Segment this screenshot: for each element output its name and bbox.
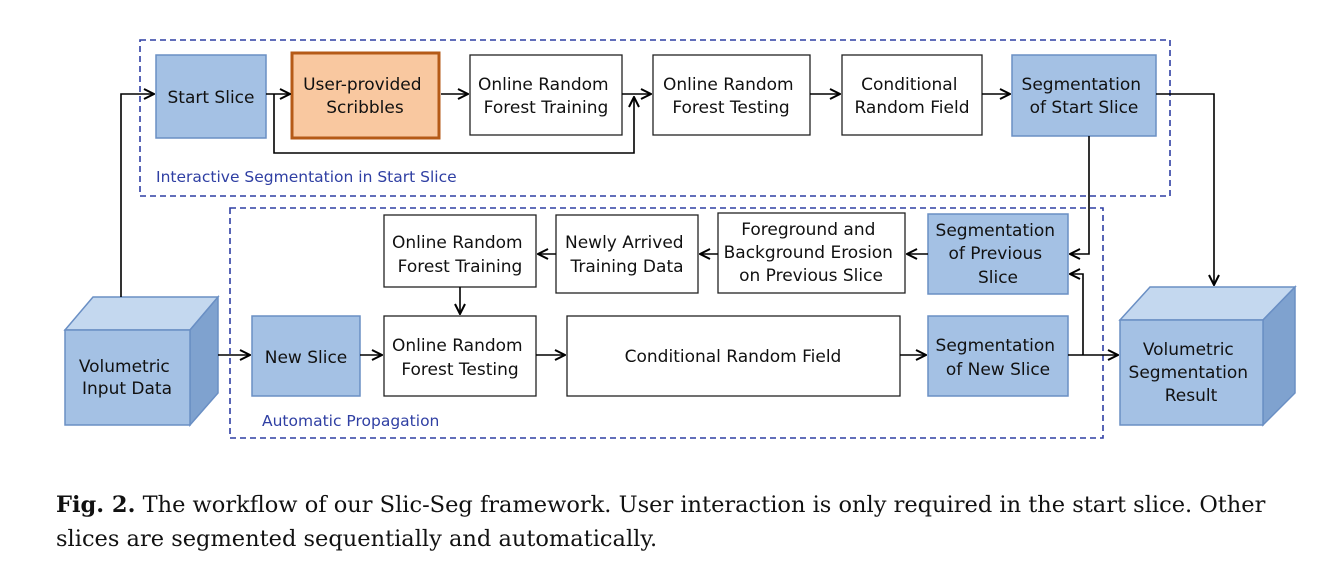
orf-testing-top-node: Online Random Forest Testing (652, 54, 811, 136)
svg-text:Online Random Forest Tra: Online Random Forest Training (392, 233, 528, 277)
volumetric-result-cube: Volumetric Segmentation Result (1118, 285, 1297, 427)
start-slice-node: Start Slice (155, 54, 267, 139)
seg-prev-slice-node: Segmentation of Previous Slice (927, 213, 1069, 295)
propagation-region-border (229, 207, 1104, 439)
arrow-seg-start-to-result (1156, 93, 1214, 285)
svg-text:Conditional Random Field: Conditional Random Field (854, 75, 969, 118)
caption-text: The workflow of our Slic-Seg framework. … (56, 492, 1266, 552)
arrow-seg-start-to-seg-prev (1070, 136, 1090, 254)
svg-text:New Slice: New Slice (265, 348, 348, 368)
figure-caption: Fig. 2. The workflow of our Slic-Seg fra… (56, 488, 1306, 556)
propagation-region-label: Automatic Propagation (262, 412, 439, 430)
arrows (120, 93, 1214, 355)
arrow-start-bypass-to-orf-testing (273, 94, 634, 154)
orf-testing-bottom-node: Online Random Forest Testing (383, 315, 537, 397)
svg-text:Online Random Forest Tes: Online Random Forest Testing (663, 75, 799, 118)
svg-text:Foreground and Backgroun: Foreground and Background Erosion on Pre… (724, 220, 899, 286)
arrow-input-to-start-slice (120, 94, 154, 297)
svg-text:Start Slice: Start Slice (168, 88, 255, 108)
seg-new-slice-node: Segmentation of New Slice (927, 315, 1069, 397)
svg-text:Segmentation of New Slic: Segmentation of New Slice (936, 336, 1061, 380)
interactive-region-label: Interactive Segmentation in Start Slice (156, 168, 457, 186)
orf-training-top-node: Online Random Forest Training (469, 54, 623, 136)
new-slice-node: New Slice (251, 315, 361, 397)
svg-text:User-provided Scribbles: User-provided Scribbles (303, 75, 427, 118)
caption-label: Fig. 2. (56, 492, 136, 518)
orf-training-mid-node: Online Random Forest Training (383, 214, 537, 288)
workflow-diagram: Interactive Segmentation in Start Slice … (63, 39, 1297, 439)
interactive-region-border (139, 39, 1171, 197)
arrow-seg-new-feedback-to-seg-prev (1070, 274, 1084, 355)
svg-text:Newly Arrived Training D: Newly Arrived Training Data (565, 233, 689, 277)
svg-text:Segmentation of Previous: Segmentation of Previous Slice (936, 221, 1061, 288)
user-scribbles-node: User-provided Scribbles (290, 51, 441, 140)
seg-start-slice-node: Segmentation of Start Slice (1011, 54, 1157, 137)
svg-text:Conditional Random Field: Conditional Random Field (625, 347, 842, 367)
volumetric-result-label: Volumetric Segmentation Result (1129, 340, 1254, 406)
newly-arrived-node: Newly Arrived Training Data (555, 214, 699, 294)
fg-bg-erosion-node: Foreground and Background Erosion on Pre… (717, 212, 906, 294)
svg-text:Online Random Forest Tra: Online Random Forest Training (478, 75, 614, 118)
svg-text:Online Random Forest Tes: Online Random Forest Testing (392, 336, 528, 380)
volumetric-input-label: Volumetric Input Data (79, 357, 175, 399)
volumetric-input-cube: Volumetric Input Data (63, 294, 220, 427)
crf-bottom-node: Conditional Random Field (566, 315, 901, 397)
svg-text:Segmentation of Start Sl: Segmentation of Start Slice (1022, 75, 1147, 118)
crf-top-node: Conditional Random Field (841, 54, 983, 136)
